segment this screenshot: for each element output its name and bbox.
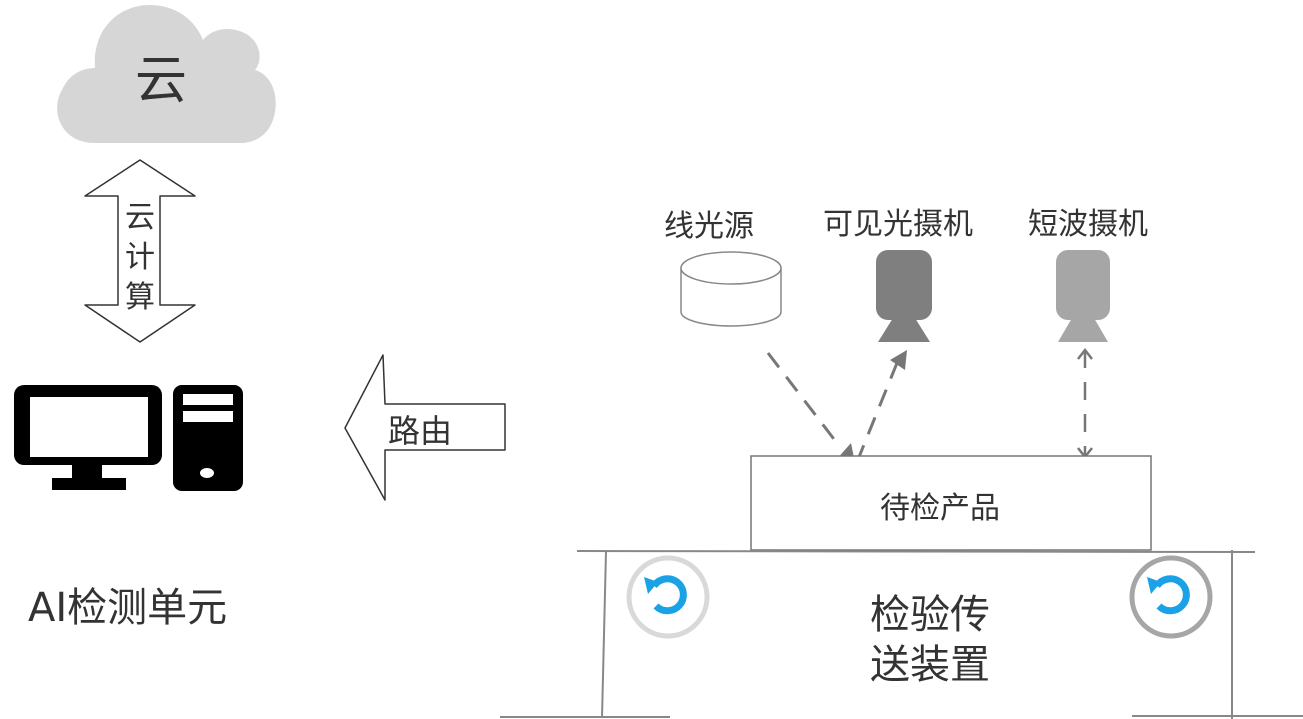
double-arrow-icon xyxy=(84,159,196,343)
cloud-computing-label: 云 计 算 xyxy=(120,198,160,318)
computer-icon xyxy=(14,385,243,491)
reflect-ray-arrowhead xyxy=(890,350,907,370)
ai-unit-label: AI检测单元 xyxy=(28,585,228,631)
light-source-icon xyxy=(680,251,782,327)
light-ray-arrow xyxy=(766,352,842,448)
conveyor-frame xyxy=(500,550,1303,719)
right-roller-icon xyxy=(1129,555,1213,639)
visible-camera-label: 可见光摄机 xyxy=(823,207,973,242)
cloud-computing-char: 云 xyxy=(125,200,155,235)
visible-camera-icon xyxy=(876,250,932,342)
cloud-label: 云 xyxy=(135,51,188,111)
left-roller-icon xyxy=(626,555,710,639)
cloud-icon xyxy=(57,5,276,143)
light-source-label: 线光源 xyxy=(664,209,754,244)
conveyor-label-line: 送装置 xyxy=(870,642,990,688)
route-arrow-icon xyxy=(344,354,506,501)
conveyor-label: 检验传 送装置 xyxy=(855,590,1005,690)
product-box xyxy=(750,455,1152,551)
route-label: 路由 xyxy=(388,412,453,450)
conveyor-label-line: 检验传 xyxy=(870,592,990,638)
product-label: 待检产品 xyxy=(880,491,1000,526)
swir-camera-icon xyxy=(1056,250,1110,342)
swir-ray-arrow xyxy=(1077,347,1093,460)
cloud-computing-char: 算 xyxy=(125,280,155,315)
cloud-computing-char: 计 xyxy=(125,240,155,275)
reflect-ray-arrow xyxy=(855,362,899,463)
swir-camera-label: 短波摄机 xyxy=(1028,207,1148,242)
